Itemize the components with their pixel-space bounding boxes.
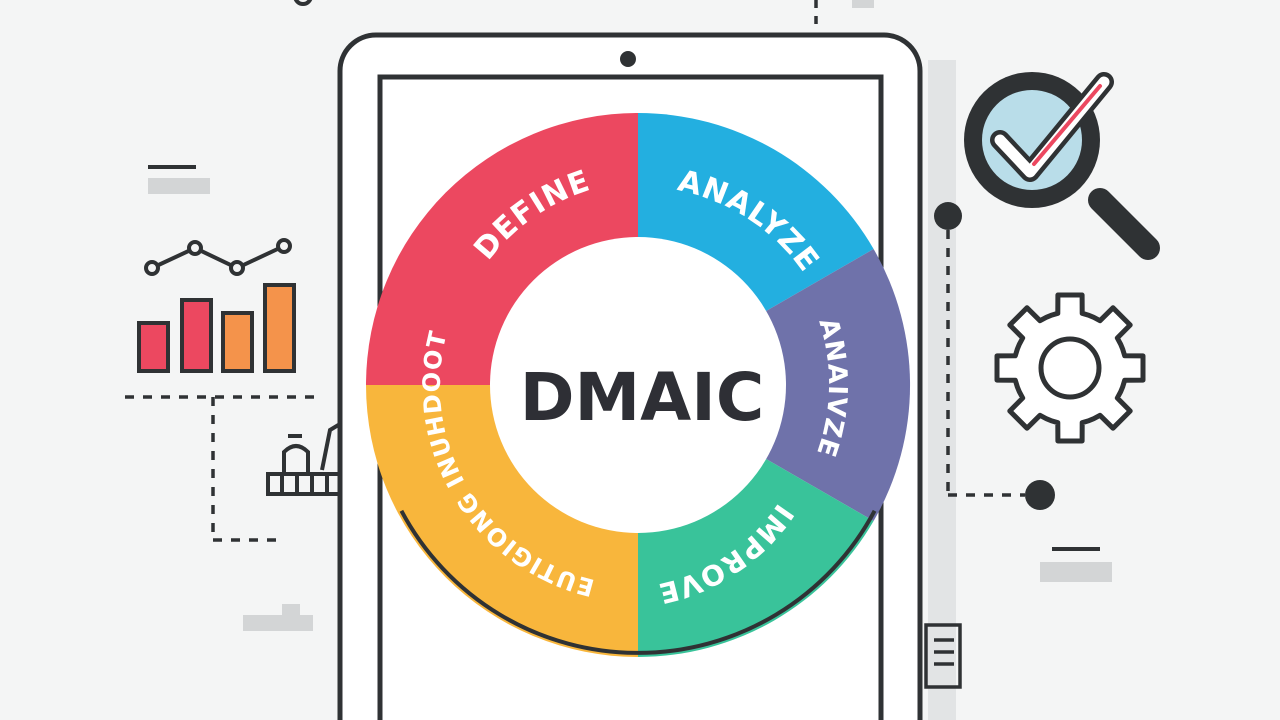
node-dot	[934, 202, 962, 230]
gray-block	[1040, 562, 1112, 582]
gray-block	[243, 615, 313, 631]
magnifier-check-icon	[964, 72, 1160, 260]
document-icon	[924, 623, 962, 689]
line-chart-icon	[144, 238, 292, 276]
bar-chart-icon	[137, 283, 296, 373]
dmaic-wheel: DMAIC DEFINE ANALYZE ANAIVZE IMPROVE EUT…	[366, 113, 911, 657]
tablet-camera	[620, 51, 636, 67]
node-dot	[293, 0, 313, 6]
dashed-connector	[125, 395, 322, 542]
tablet-shadow	[928, 60, 956, 720]
node-dot	[1025, 480, 1055, 510]
right-decorations	[924, 72, 1160, 689]
gray-block	[282, 604, 300, 616]
cycle-arc	[399, 509, 877, 655]
center-title: DMAIC	[520, 359, 765, 436]
left-decorations	[125, 165, 342, 631]
gray-block	[148, 178, 210, 194]
wheel-center	[490, 237, 786, 533]
gray-block	[852, 0, 874, 8]
top-decorations	[293, 0, 874, 32]
gear-hub	[1038, 336, 1102, 400]
building-icon	[266, 422, 342, 496]
